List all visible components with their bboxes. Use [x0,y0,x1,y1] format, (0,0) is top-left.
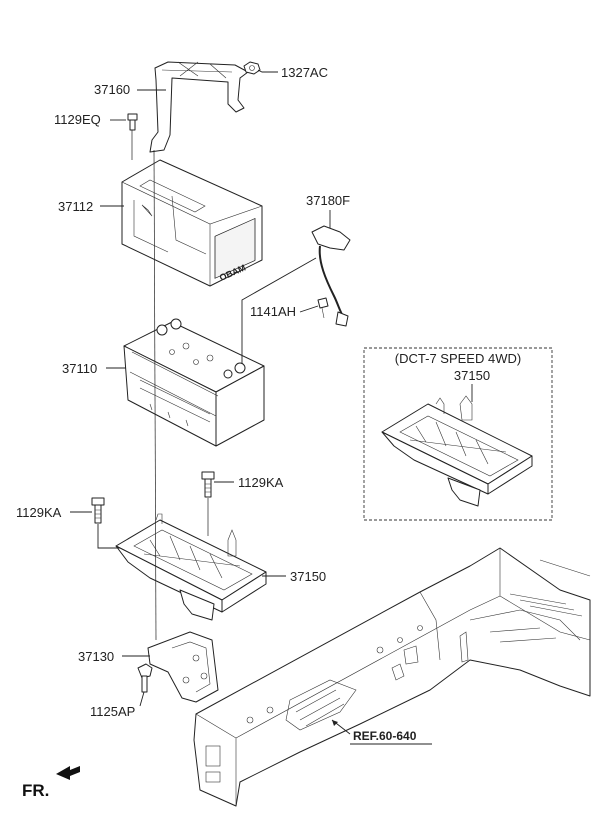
label-37112: 37112 [58,199,93,214]
inset-part-label: 37150 [454,368,490,383]
label-ref-60-640: REF.60-640 [353,729,417,743]
label-1125AP: 1125AP [90,704,135,719]
fr-label: FR. [22,781,49,800]
front-direction-indicator: FR. [22,766,80,800]
label-37150: 37150 [290,569,326,584]
label-1129KA-right: 1129KA [238,475,284,490]
label-1129KA-left: 1129KA [16,505,62,520]
front-side-member-frame [193,547,591,807]
label-37180F: 37180F [306,193,350,208]
label-37110: 37110 [62,361,97,376]
tray-bracket-37130 [147,631,219,703]
part-labels: 37160 1327AC 1129EQ 37112 37180F 1141AH … [16,65,432,745]
label-1327AC: 1327AC [281,65,328,80]
inset-panel-dct7: (DCT-7 SPEED 4WD) 37150 [363,347,553,521]
leader-lines [70,69,351,735]
bolt-1129EQ [127,113,138,131]
inset-title: (DCT-7 SPEED 4WD) [395,351,521,366]
bolt-1129KA-right [201,471,215,498]
battery-tray-37150-4wd [381,395,533,507]
bolt-1129KA-left [91,497,105,524]
battery-37110 [123,318,265,447]
label-1141AH: 1141AH [250,304,296,319]
battery-clamp-37160 [149,61,249,153]
battery-cover-37112: OBAM [121,159,263,287]
battery-tray-37150 [115,513,267,621]
bolt-1125AP [137,663,153,693]
battery-sensor-cable-37180F [311,225,351,327]
label-37160: 37160 [94,82,130,97]
label-1129EQ: 1129EQ [54,112,101,127]
front-arrow-icon [56,766,80,780]
label-37130: 37130 [78,649,114,664]
nut-1327AC [243,61,261,75]
